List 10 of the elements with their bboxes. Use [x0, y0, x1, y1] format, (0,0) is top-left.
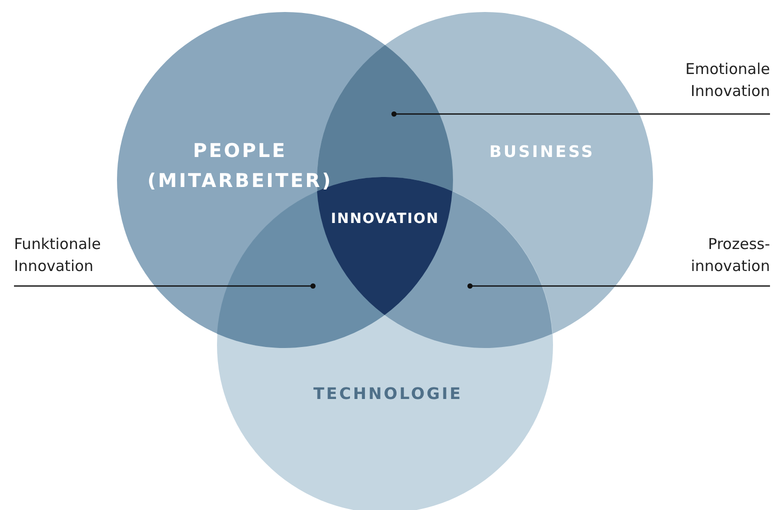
leader-line — [467, 283, 770, 289]
leader-line — [391, 111, 770, 117]
circle-label: PEOPLE (MITARBEITER) — [146, 139, 334, 194]
circle-label: BUSINESS — [488, 141, 596, 163]
callout-text: Prozess-innovation — [670, 233, 770, 277]
center-label: INNOVATION — [330, 211, 440, 227]
leader-line — [14, 283, 316, 289]
callout-text: Funktionale Innovation — [14, 233, 134, 277]
callout-text: Emotionale Innovation — [655, 58, 770, 102]
circle-label: TECHNOLOGIE — [312, 383, 464, 405]
